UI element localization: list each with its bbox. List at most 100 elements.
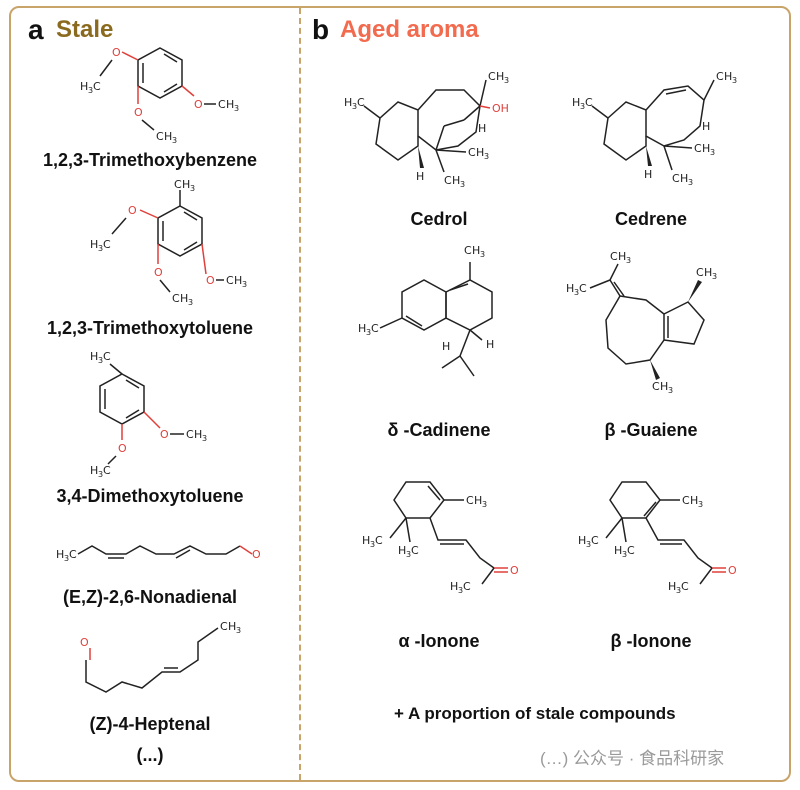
svg-text:H: H — [56, 548, 64, 561]
compound-name-delta-cadinene: δ -Cadinene — [387, 420, 491, 440]
compound-name-alpha-ionone: α -Ionone — [398, 631, 480, 651]
svg-text:H: H — [80, 80, 88, 93]
svg-text:3: 3 — [88, 86, 93, 95]
panel-b-title: Aged aroma — [340, 16, 479, 43]
svg-text:H: H — [194, 428, 202, 441]
svg-text:3: 3 — [484, 152, 489, 161]
svg-text:H: H — [724, 70, 732, 83]
svg-text:C: C — [172, 292, 180, 305]
compound-name-beta-guaiene: β -Guaiene — [604, 420, 698, 440]
svg-text:H: H — [474, 494, 482, 507]
panel-a-ellipsis: (...) — [136, 745, 164, 765]
svg-text:3: 3 — [732, 76, 737, 85]
svg-text:C: C — [585, 96, 593, 109]
watermark: (…) 公众号 · 食品科研家 — [540, 749, 725, 768]
svg-text:C: C — [226, 274, 234, 287]
svg-text:H: H — [226, 98, 234, 111]
svg-text:C: C — [468, 146, 476, 159]
svg-text:C: C — [591, 534, 599, 547]
svg-text:H: H — [496, 70, 504, 83]
panel-divider — [299, 8, 301, 780]
compound-name-beta-ionone: β -Ionone — [610, 631, 692, 651]
svg-text:H: H — [90, 464, 98, 477]
svg-text:3: 3 — [482, 500, 487, 509]
compound-name-cedrene: Cedrene — [614, 209, 688, 229]
svg-text:H: H — [228, 620, 236, 633]
compound-name-nonadienal: (E,Z)-2,6-Nonadienal — [62, 587, 238, 607]
svg-text:C: C — [463, 580, 471, 593]
compound-name-dimethoxytoluene: 3,4-Dimethoxytoluene — [56, 486, 244, 506]
svg-text:H: H — [486, 338, 494, 351]
svg-text:O: O — [194, 98, 203, 111]
trimethoxytoluene-structure: CH3 O H3C O CH3 O O CH3 — [90, 178, 247, 307]
svg-text:C: C — [375, 534, 383, 547]
svg-text:C: C — [218, 98, 226, 111]
svg-text:C: C — [610, 250, 618, 263]
svg-text:3: 3 — [366, 328, 371, 337]
svg-text:3: 3 — [668, 386, 673, 395]
svg-text:3: 3 — [580, 102, 585, 111]
svg-text:C: C — [357, 96, 365, 109]
svg-text:3: 3 — [574, 288, 579, 297]
svg-text:C: C — [681, 580, 689, 593]
svg-text:3: 3 — [352, 102, 357, 111]
svg-text:3: 3 — [586, 540, 591, 549]
svg-text:H: H — [452, 174, 460, 187]
svg-text:H: H — [450, 580, 458, 593]
svg-text:H: H — [668, 580, 676, 593]
svg-text:3: 3 — [622, 550, 627, 559]
svg-text:C: C — [156, 130, 164, 143]
svg-text:C: C — [466, 494, 474, 507]
svg-text:3: 3 — [172, 136, 177, 145]
svg-text:3: 3 — [98, 470, 103, 479]
svg-text:3: 3 — [202, 434, 207, 443]
svg-text:3: 3 — [676, 586, 681, 595]
svg-text:H: H — [472, 244, 480, 257]
svg-text:3: 3 — [234, 104, 239, 113]
svg-text:H: H — [690, 494, 698, 507]
svg-text:H: H — [702, 120, 710, 133]
panel-a-title: Stale — [56, 16, 114, 43]
svg-text:H: H — [644, 168, 652, 181]
svg-text:C: C — [716, 70, 724, 83]
compound-name-heptenal: (Z)-4-Heptenal — [89, 714, 211, 734]
svg-text:H: H — [180, 292, 188, 305]
svg-text:C: C — [682, 494, 690, 507]
svg-text:H: H — [164, 130, 172, 143]
panel-a-letter: a — [28, 14, 44, 45]
svg-text:H: H — [234, 274, 242, 287]
svg-text:H: H — [416, 170, 424, 183]
svg-text:O: O — [728, 564, 737, 577]
compound-name-trimethoxybenzene: 1,2,3-Trimethoxybenzene — [42, 150, 258, 170]
svg-text:3: 3 — [698, 500, 703, 509]
svg-text:C: C — [103, 238, 111, 251]
svg-text:3: 3 — [406, 550, 411, 559]
svg-text:3: 3 — [98, 356, 103, 365]
svg-text:3: 3 — [626, 256, 631, 265]
svg-text:H: H — [344, 96, 352, 109]
svg-text:H: H — [614, 544, 622, 557]
svg-text:3: 3 — [190, 184, 195, 193]
svg-text:H: H — [680, 172, 688, 185]
svg-text:H: H — [358, 322, 366, 335]
svg-text:H: H — [362, 534, 370, 547]
svg-text:C: C — [444, 174, 452, 187]
svg-text:O: O — [134, 106, 143, 119]
svg-text:H: H — [90, 350, 98, 363]
svg-text:C: C — [464, 244, 472, 257]
svg-text:H: H — [566, 282, 574, 295]
svg-text:3: 3 — [242, 280, 247, 289]
svg-text:C: C — [174, 178, 182, 191]
svg-text:O: O — [510, 564, 519, 577]
svg-text:3: 3 — [98, 244, 103, 253]
svg-text:H: H — [702, 142, 710, 155]
stale-compounds-note: + A proportion of stale compounds — [394, 704, 676, 723]
svg-text:H: H — [660, 380, 668, 393]
svg-text:H: H — [90, 238, 98, 251]
svg-text:C: C — [186, 428, 194, 441]
